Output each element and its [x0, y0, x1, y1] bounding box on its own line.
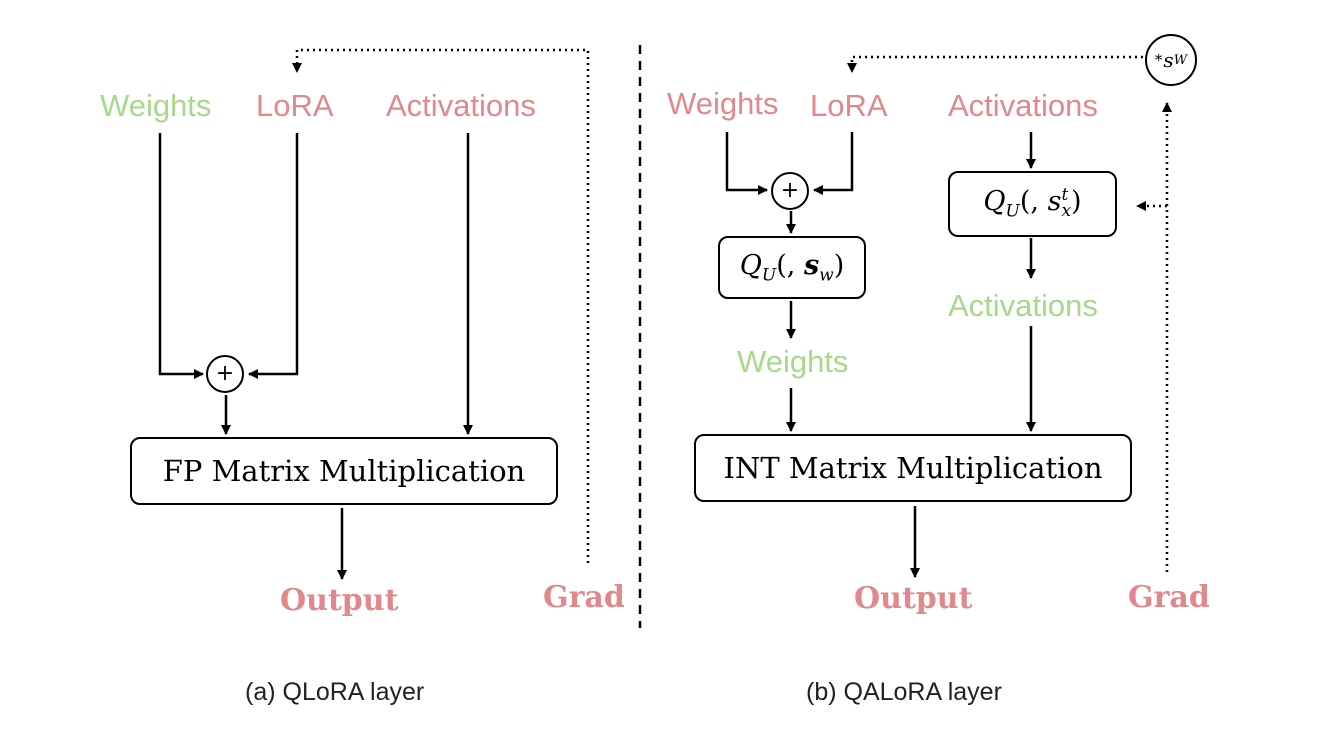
left-lora-label: LoRA	[256, 88, 334, 123]
edge-lora-to-plus	[248, 133, 299, 379]
int-matmul-label: INT Matrix Multiplication	[723, 451, 1103, 485]
right-activations-input-label: Activations	[948, 88, 1098, 123]
edge-lora-to-plus-right	[813, 132, 854, 195]
edge-weights-to-plus	[158, 133, 204, 379]
right-output-label: Output	[854, 581, 973, 616]
right-weights-output-label: Weights	[737, 344, 849, 379]
fp-matmul-label: FP Matrix Multiplication	[162, 454, 526, 488]
plus-symbol-right: +	[780, 178, 800, 203]
left-output-label: Output	[280, 583, 399, 618]
plus-symbol: +	[215, 361, 235, 386]
left-grad-label: Grad	[543, 580, 625, 615]
scale-s-sub: W	[1173, 52, 1188, 68]
quant-weights-box: QU(, sw)	[718, 236, 866, 299]
left-weights-label: Weights	[100, 88, 212, 123]
scale-s: s	[1163, 48, 1174, 72]
left-activations-label: Activations	[386, 88, 536, 123]
edge-scale-to-lora	[847, 55, 1143, 73]
right-grad-label: Grad	[1128, 580, 1210, 615]
right-weights-input-label: Weights	[667, 86, 779, 121]
left-caption: (a) QLoRA layer	[245, 678, 425, 706]
left-add-node: +	[206, 355, 244, 393]
scale-prefix: *	[1154, 51, 1163, 69]
int-matmul-box: INT Matrix Multiplication	[694, 434, 1132, 502]
quant-weights-label: QU(, sw)	[739, 249, 845, 286]
right-activations-output-label: Activations	[948, 288, 1098, 323]
right-lora-label: LoRA	[810, 88, 888, 123]
right-add-node: +	[771, 172, 809, 210]
right-caption: (b) QALoRA layer	[806, 678, 1002, 706]
fp-matmul-box: FP Matrix Multiplication	[130, 437, 558, 505]
edge-weights-to-plus-right	[725, 132, 768, 195]
